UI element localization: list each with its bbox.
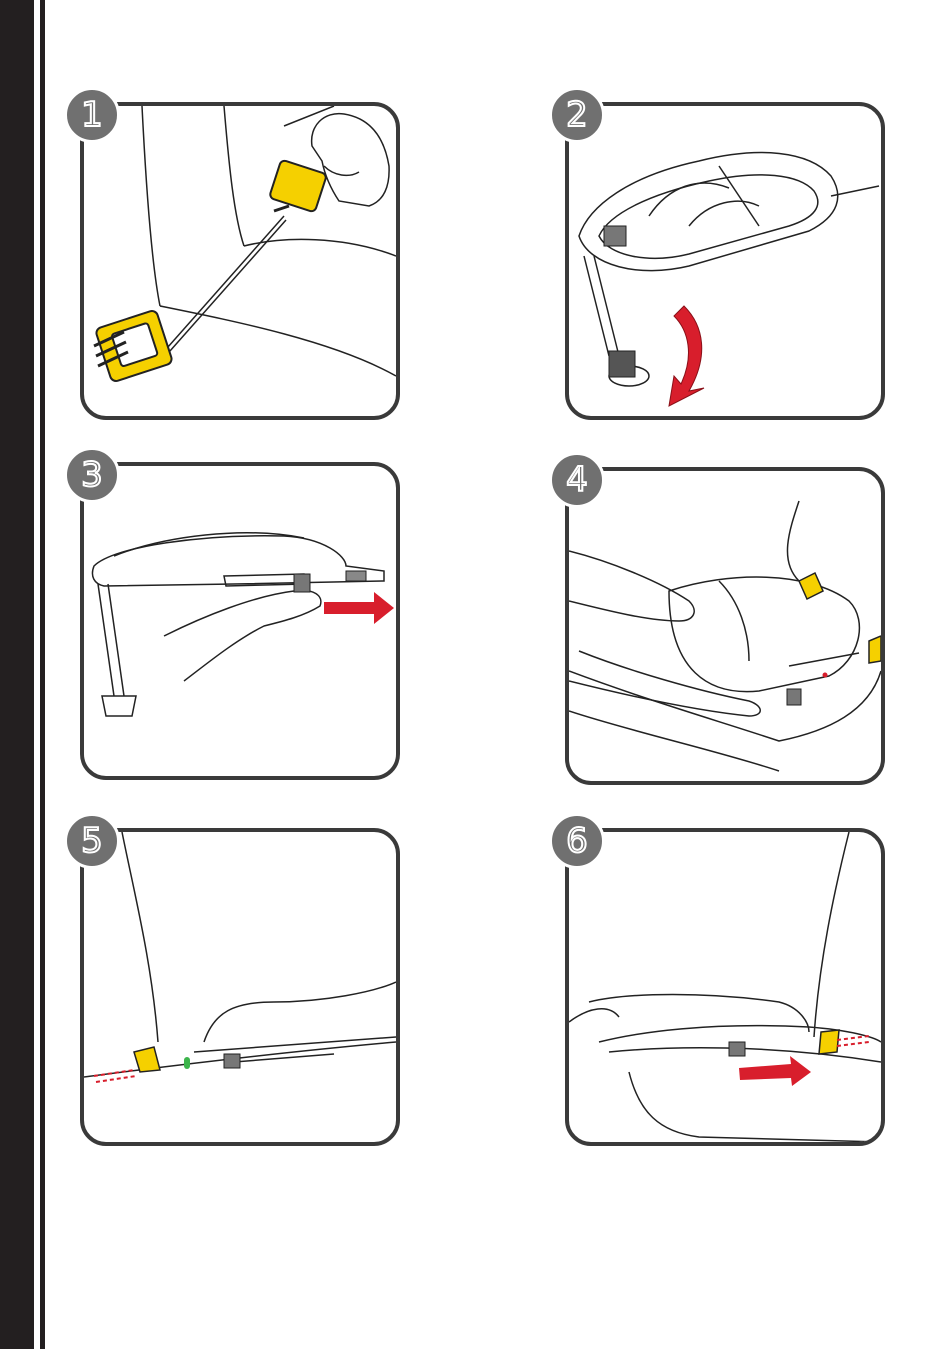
step-1-badge: 1 <box>64 87 120 143</box>
hand-icon <box>312 114 389 206</box>
step-6-badge: 6 <box>549 813 605 869</box>
step-2-badge: 2 <box>549 87 605 143</box>
step-3-illustration <box>84 466 396 776</box>
connector-small-icon <box>269 160 327 213</box>
step-5-illustration <box>84 832 396 1142</box>
pull-arrow-icon <box>324 592 394 624</box>
side-line <box>40 0 45 1349</box>
connector-right-icon <box>869 636 881 663</box>
step-4-panel <box>565 467 885 785</box>
step-1-panel <box>80 102 400 420</box>
side-bar <box>0 0 34 1349</box>
step-1-illustration <box>84 106 396 416</box>
connector-left-icon <box>799 573 823 599</box>
step-3-panel <box>80 462 400 780</box>
fold-arrow-icon <box>669 306 704 406</box>
step-4-illustration <box>569 471 881 781</box>
connector-large-icon <box>94 309 173 382</box>
step-6-illustration <box>569 832 881 1142</box>
step-3-badge: 3 <box>64 447 120 503</box>
step-5-panel <box>80 828 400 1146</box>
step-5-badge: 5 <box>64 813 120 869</box>
step-6-panel <box>565 828 885 1146</box>
step-2-illustration <box>569 106 881 416</box>
step-2-panel <box>565 102 885 420</box>
step-4-badge: 4 <box>549 452 605 508</box>
push-arrow-icon <box>739 1056 811 1086</box>
